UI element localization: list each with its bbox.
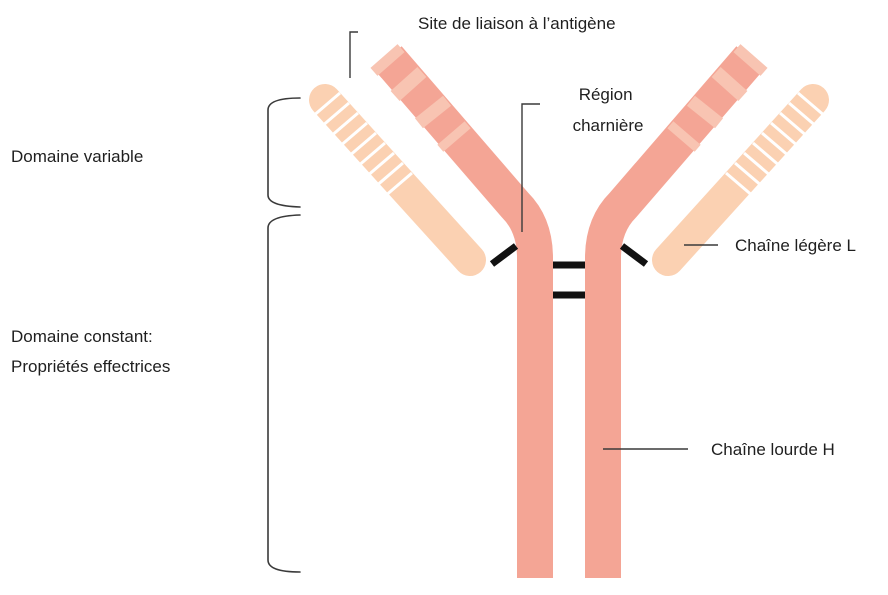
- constant-domain-label-line1: Domaine constant:: [11, 327, 153, 346]
- hinge-region-label: Région charnière: [573, 85, 644, 135]
- variable-domain-label: Domaine variable: [11, 147, 143, 166]
- disulfide-bond-left-light-heavy: [492, 246, 516, 264]
- constant-domain-brace: [268, 215, 300, 572]
- heavy-chain-left: [384, 56, 535, 578]
- constant-domain-label: Domaine constant: Propriétés effectrices: [11, 327, 170, 376]
- disulfide-bond-right-light-heavy: [622, 246, 646, 264]
- light-chain-label: Chaîne légère L: [735, 236, 856, 255]
- constant-domain-label-line2: Propriétés effectrices: [11, 357, 170, 376]
- variable-domain-brace: [268, 98, 300, 207]
- antigen-site-label: Site de liaison à l’antigène: [418, 14, 616, 33]
- hinge-region-label-line2: charnière: [573, 116, 644, 135]
- heavy-chain-label: Chaîne lourde H: [711, 440, 835, 459]
- antigen-site-leader: [350, 32, 358, 78]
- hinge-region-label-line1: Région: [579, 85, 633, 104]
- disulfide-bonds: [492, 246, 646, 295]
